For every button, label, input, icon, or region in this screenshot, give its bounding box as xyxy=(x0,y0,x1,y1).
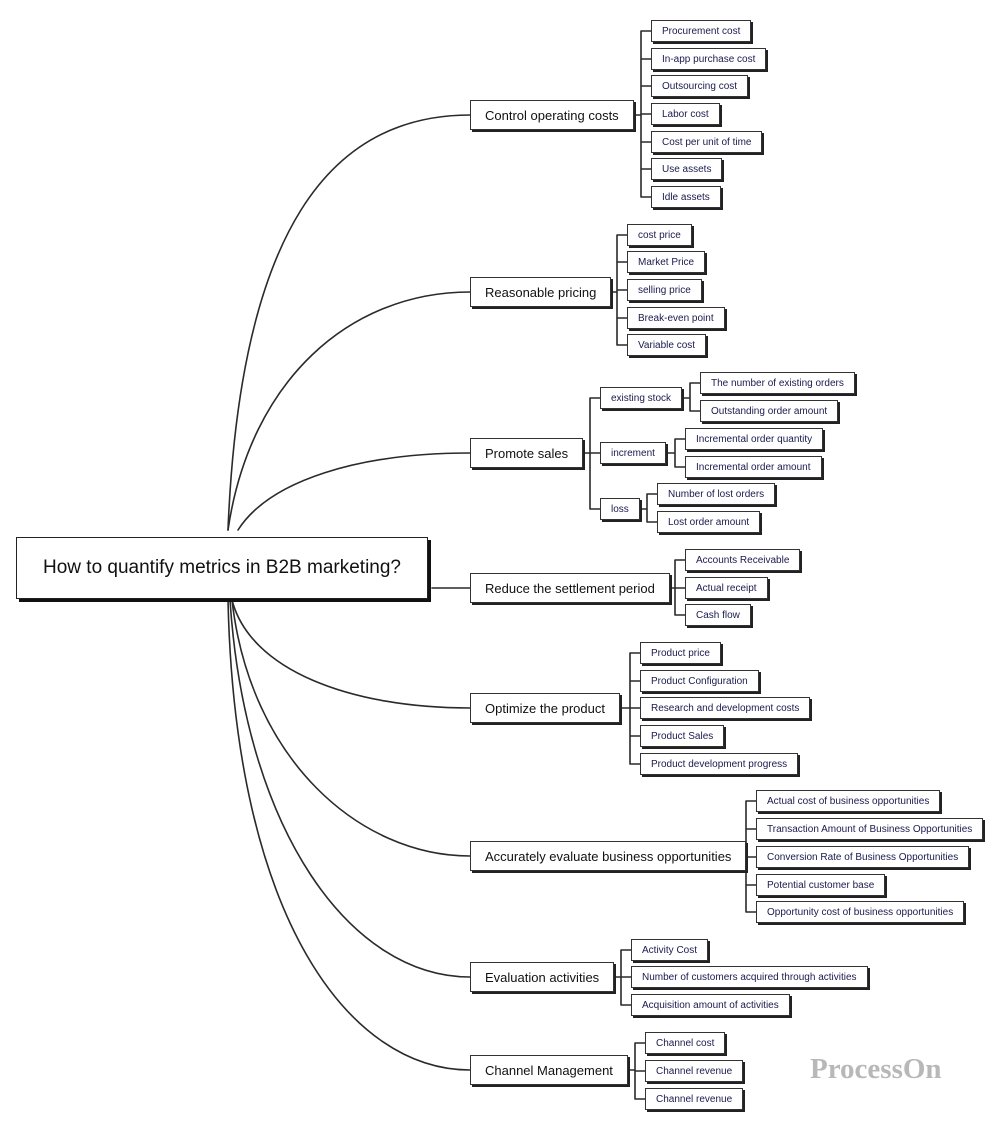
leaf-product-development-progress[interactable]: Product development progress xyxy=(640,753,799,775)
leaf-channel-revenue-1[interactable]: Channel revenue xyxy=(645,1060,744,1082)
group-increment[interactable]: increment xyxy=(600,442,666,464)
leaf-outstanding-order-amount[interactable]: Outstanding order amount xyxy=(700,400,839,422)
leaf-customers-acquired-activities[interactable]: Number of customers acquired through act… xyxy=(631,966,868,988)
leaf-channel-revenue-2[interactable]: Channel revenue xyxy=(645,1088,744,1110)
leaf-lost-order-amount[interactable]: Lost order amount xyxy=(657,511,761,533)
leaf-transaction-amount-opportunities[interactable]: Transaction Amount of Business Opportuni… xyxy=(756,818,984,840)
branch-channel-management[interactable]: Channel Management xyxy=(470,1055,628,1085)
leaf-labor-cost[interactable]: Labor cost xyxy=(651,103,720,125)
group-existing-stock[interactable]: existing stock xyxy=(600,387,683,409)
group-loss[interactable]: loss xyxy=(600,498,640,520)
leaf-acquisition-amount-activities[interactable]: Acquisition amount of activities xyxy=(631,994,790,1016)
leaf-use-assets[interactable]: Use assets xyxy=(651,158,723,180)
branch-control-operating-costs[interactable]: Control operating costs xyxy=(470,100,634,130)
leaf-idle-assets[interactable]: Idle assets xyxy=(651,186,721,208)
leaf-product-price[interactable]: Product price xyxy=(640,642,721,664)
leaf-channel-cost[interactable]: Channel cost xyxy=(645,1032,726,1054)
processon-watermark: ProcessOn xyxy=(810,1053,942,1085)
leaf-actual-cost-opportunities[interactable]: Actual cost of business opportunities xyxy=(756,790,941,812)
leaf-actual-receipt[interactable]: Actual receipt xyxy=(685,577,768,599)
leaf-product-configuration[interactable]: Product Configuration xyxy=(640,670,759,692)
branch-reduce-settlement-period[interactable]: Reduce the settlement period xyxy=(470,573,670,603)
leaf-cost-price[interactable]: cost price xyxy=(627,224,692,246)
leaf-selling-price[interactable]: selling price xyxy=(627,279,702,301)
leaf-potential-customer-base[interactable]: Potential customer base xyxy=(756,874,886,896)
branch-evaluation-activities[interactable]: Evaluation activities xyxy=(470,962,615,992)
branch-evaluate-business-opportunities[interactable]: Accurately evaluate business opportuniti… xyxy=(470,841,747,871)
leaf-cost-per-unit-of-time[interactable]: Cost per unit of time xyxy=(651,131,763,153)
leaf-incremental-order-amount[interactable]: Incremental order amount xyxy=(685,456,822,478)
leaf-opportunity-cost[interactable]: Opportunity cost of business opportuniti… xyxy=(756,901,965,923)
leaf-market-price[interactable]: Market Price xyxy=(627,251,706,273)
leaf-break-even-point[interactable]: Break-even point xyxy=(627,307,725,329)
leaf-number-of-lost-orders[interactable]: Number of lost orders xyxy=(657,483,776,505)
leaf-number-of-existing-orders[interactable]: The number of existing orders xyxy=(700,372,855,394)
branch-promote-sales[interactable]: Promote sales xyxy=(470,438,584,468)
leaf-in-app-purchase-cost[interactable]: In-app purchase cost xyxy=(651,48,767,70)
leaf-variable-cost[interactable]: Variable cost xyxy=(627,334,707,356)
leaf-rd-costs[interactable]: Research and development costs xyxy=(640,697,811,719)
leaf-cash-flow[interactable]: Cash flow xyxy=(685,604,751,626)
root-topic[interactable]: How to quantify metrics in B2B marketing… xyxy=(16,537,428,599)
leaf-accounts-receivable[interactable]: Accounts Receivable xyxy=(685,549,801,571)
leaf-incremental-order-quantity[interactable]: Incremental order quantity xyxy=(685,428,824,450)
leaf-outsourcing-cost[interactable]: Outsourcing cost xyxy=(651,75,749,97)
leaf-procurement-cost[interactable]: Procurement cost xyxy=(651,20,752,42)
branch-optimize-product[interactable]: Optimize the product xyxy=(470,693,620,723)
leaf-activity-cost[interactable]: Activity Cost xyxy=(631,939,709,961)
leaf-product-sales[interactable]: Product Sales xyxy=(640,725,725,747)
leaf-conversion-rate-opportunities[interactable]: Conversion Rate of Business Opportunitie… xyxy=(756,846,970,868)
branch-reasonable-pricing[interactable]: Reasonable pricing xyxy=(470,277,612,307)
